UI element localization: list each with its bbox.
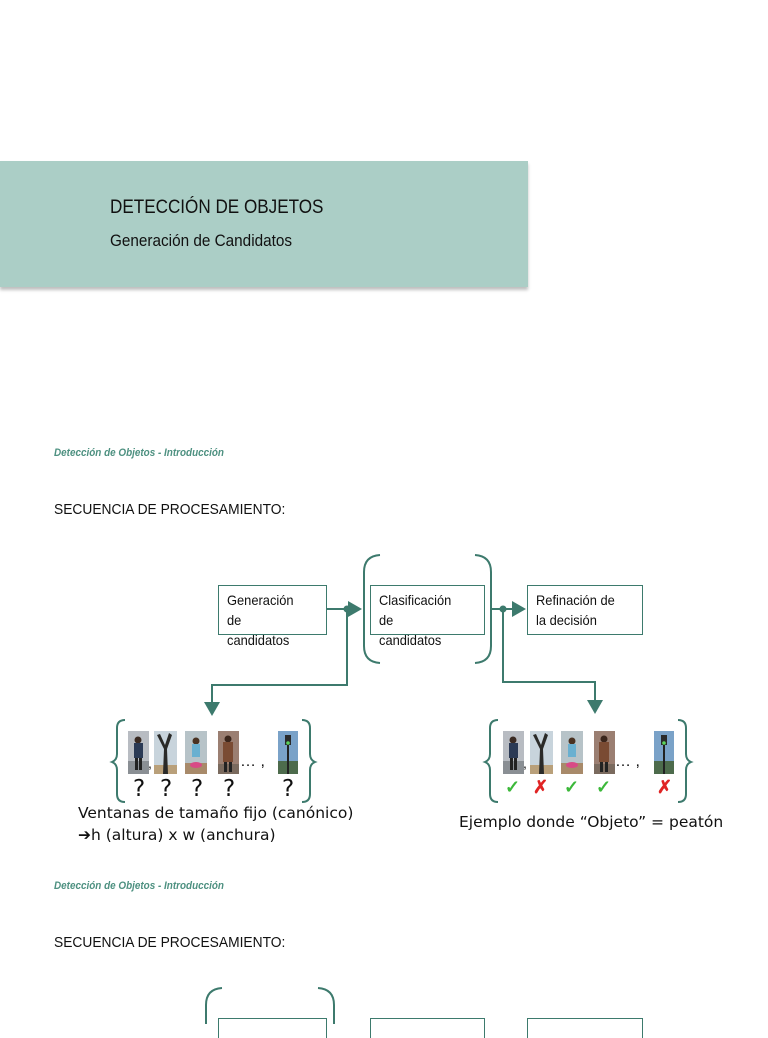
cross-icon: ✗ (657, 777, 673, 797)
arrow-icon: ➔ (78, 826, 91, 844)
sequence-heading: SECUENCIA DE PROCESAMIENTO: (54, 501, 286, 518)
ellipsis: … , (615, 753, 640, 770)
traffic-light-thumbnail (278, 731, 298, 774)
slide3-header: Detección de Objetos - Introducción (54, 880, 224, 892)
check-icon: ✓ (596, 777, 612, 797)
slide3-box-3 (527, 1018, 643, 1038)
box-candidate-generation: Generación de candidatos (218, 585, 327, 648)
unknown-mark: ? (191, 776, 204, 802)
arrow-down-left (204, 609, 348, 716)
box-candidate-classification: Clasificación de candidatos (370, 585, 485, 648)
slide3-right-brace (317, 987, 335, 1024)
left-brace (363, 554, 381, 664)
tree-thumbnail (154, 731, 177, 774)
slide3-left-brace (205, 987, 223, 1024)
left-caption-line1: Ventanas de tamaño fijo (canónico) (78, 804, 354, 822)
check-icon: ✓ (564, 777, 580, 797)
pedestrian-coat-thumbnail (218, 731, 239, 774)
arrow-down-right (502, 609, 603, 714)
check-icon: ✓ (505, 777, 521, 797)
ellipsis: … , (240, 753, 265, 770)
pedestrian-child-thumbnail (561, 731, 583, 774)
tree-thumbnail (530, 731, 553, 774)
slide-title: DETECCIÓN DE OBJETOS (110, 197, 324, 218)
unknown-mark: ? (160, 776, 173, 802)
left-set-brace-close (301, 719, 318, 803)
right-set-brace-open (482, 719, 499, 803)
unknown-mark: ? (223, 776, 236, 802)
unknown-mark: ? (133, 776, 146, 802)
pedestrian-thumbnail (503, 731, 524, 774)
slide3-box-1 (218, 1018, 327, 1038)
pedestrian-coat-thumbnail (594, 731, 615, 774)
slide3-sequence-heading: SECUENCIA DE PROCESAMIENTO: (54, 934, 286, 951)
right-set-brace-close (677, 719, 694, 803)
right-caption: Ejemplo donde “Objeto” = peatón (459, 813, 724, 831)
unknown-mark: ? (282, 776, 295, 802)
cross-icon: ✗ (533, 777, 549, 797)
box-decision-refinement: Refinación de la decisión (527, 585, 643, 635)
slide3-box-2 (370, 1018, 485, 1038)
slide-subtitle: Generación de Candidatos (110, 231, 293, 250)
pedestrian-child-thumbnail (185, 731, 207, 774)
left-caption-line2: ➔h (altura) x w (anchura) (78, 826, 276, 844)
left-set-brace-open (109, 719, 126, 803)
pedestrian-thumbnail (128, 731, 149, 774)
slide-header: Detección de Objetos - Introducción (54, 447, 224, 459)
title-band: DETECCIÓN DE OBJETOS Generación de Candi… (0, 161, 528, 287)
traffic-light-thumbnail (654, 731, 674, 774)
